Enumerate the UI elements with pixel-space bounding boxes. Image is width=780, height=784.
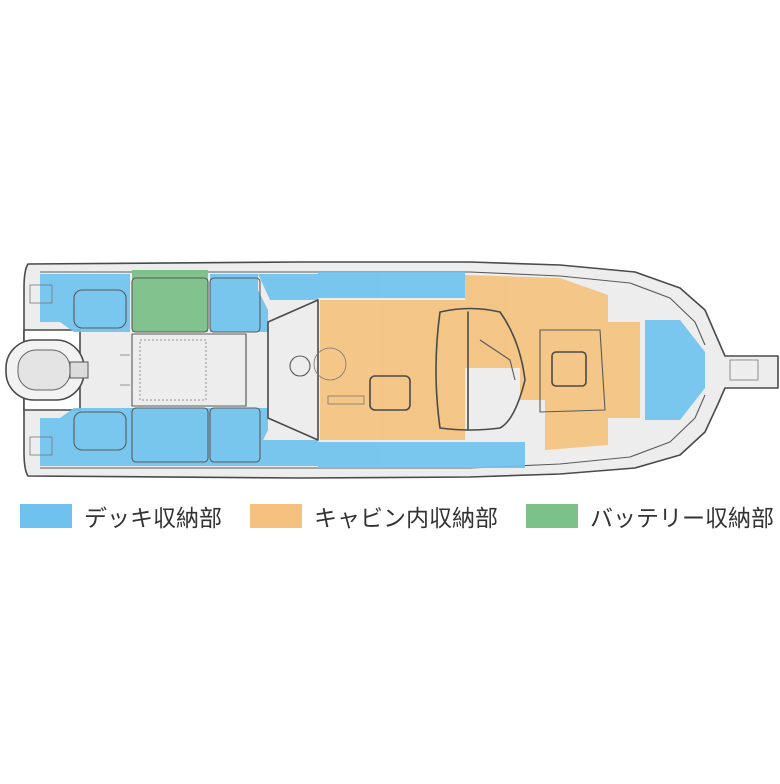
cabin-storage-console	[320, 300, 465, 440]
deck-storage-stbd-fwd	[318, 442, 525, 468]
legend-item-battery: バッテリー収納部	[526, 496, 774, 536]
deck-storage-port-side	[258, 274, 318, 300]
deck-storage-stbd-side	[258, 440, 318, 466]
legend-label-deck: デッキ収納部	[84, 506, 222, 532]
deck-storage-port-mid	[210, 274, 268, 332]
legend: デッキ収納部 キャビン内収納部 バッテリー収納部	[0, 496, 780, 536]
legend-item-cabin: キャビン内収納部	[250, 496, 498, 536]
deck-storage-stern-stbd	[40, 408, 130, 466]
legend-swatch-battery	[526, 504, 578, 528]
legend-item-deck: デッキ収納部	[20, 496, 222, 536]
legend-swatch-deck	[20, 504, 72, 528]
deck-fixtures	[29, 277, 759, 463]
deck-storage-bow	[645, 320, 705, 420]
legend-label-cabin: キャビン内収納部	[314, 506, 498, 532]
deck-storage-stbd-aft	[130, 408, 268, 466]
deck-storage-port-fwd	[318, 272, 465, 298]
legend-label-battery: バッテリー収納部	[590, 506, 774, 532]
outboard-motor-icon	[5, 339, 89, 401]
legend-swatch-cabin	[250, 504, 302, 528]
battery-storage	[132, 270, 208, 332]
deck-storage-areas	[40, 272, 705, 468]
deck-storage-stern-port	[40, 274, 130, 332]
